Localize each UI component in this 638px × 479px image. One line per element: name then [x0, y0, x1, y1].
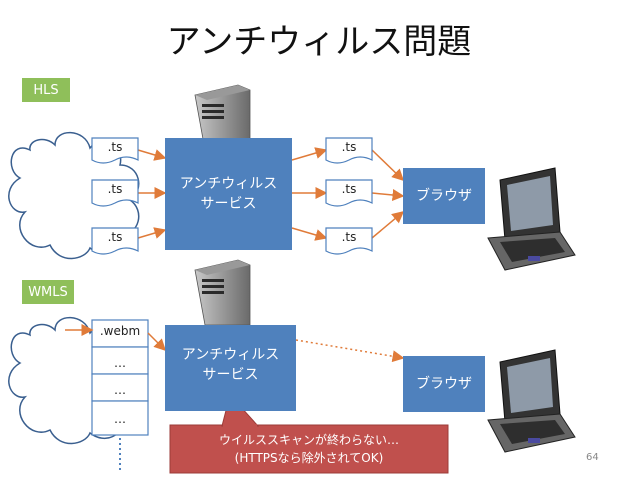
hls-output-file-2: .ts — [341, 182, 357, 196]
wmls-stream-item-4: … — [114, 412, 126, 426]
hls-tag: HLS — [22, 78, 70, 102]
wmls-stream-item-1: .webm — [99, 324, 141, 338]
wmls-tag: WMLS — [22, 280, 74, 304]
hls-output-file-3: .ts — [341, 230, 357, 244]
hls-antivirus-box: アンチウィルス サービス — [165, 138, 292, 250]
wmls-stream-item-2: … — [114, 356, 126, 370]
wmls-stream-stack — [91, 319, 149, 436]
wmls-stack-arrow — [147, 332, 167, 352]
wmls-dashed-arrow — [295, 339, 405, 363]
wmls-antivirus-box: アンチウィルス サービス — [165, 325, 296, 411]
wmls-browser-box: ブラウザ — [403, 356, 485, 412]
hls-input-file-2: .ts — [107, 182, 123, 196]
callout-text: ウイルススキャンが終わらない… (HTTPSなら除外されてOK) — [218, 433, 399, 465]
hls-arrows — [137, 147, 405, 241]
wmls-server-icon — [194, 259, 251, 326]
hls-input-file-1: .ts — [107, 140, 123, 154]
hls-browser-box: ブラウザ — [403, 168, 485, 224]
hls-laptop-icon — [487, 167, 576, 271]
hls-output-file-1: .ts — [341, 140, 357, 154]
wmls-laptop-icon — [487, 349, 576, 453]
wmls-stream-item-3: … — [114, 383, 126, 397]
slide-title: アンチウィルス問題 — [166, 22, 472, 62]
page-number: 64 — [586, 452, 599, 463]
hls-input-file-3: .ts — [107, 230, 123, 244]
hls-doc-shapes — [91, 137, 373, 255]
